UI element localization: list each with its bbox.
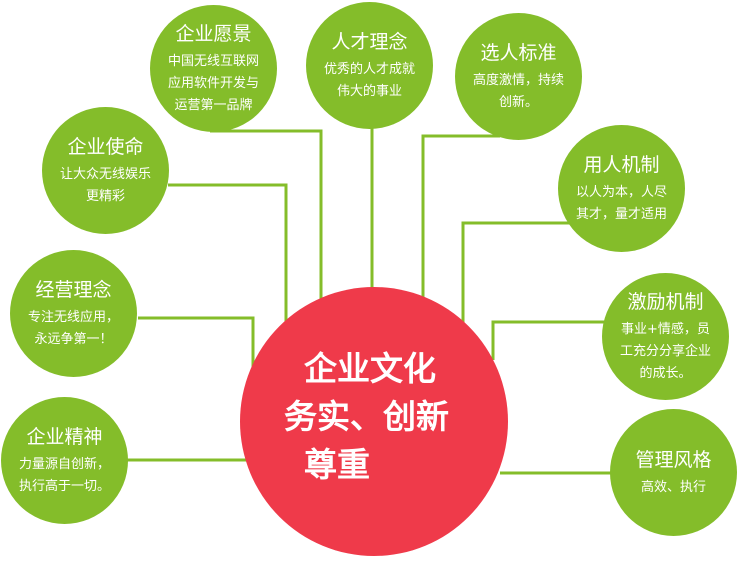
node-operation: 经营理念 专注无线应用，永远争第一！ <box>10 250 137 377</box>
node-employment: 用人机制 以人为本，人尽其才，量才适用 <box>558 125 685 252</box>
node-title: 人才理念 <box>331 30 408 53</box>
center-title: 企业文化 <box>304 349 436 388</box>
node-desc: 让大众无线娱乐更精彩 <box>59 166 151 204</box>
connector-mission <box>168 183 288 330</box>
node-title: 管理风格 <box>635 448 712 471</box>
node-desc: 优秀的人才成就伟大的事业 <box>323 61 415 99</box>
node-desc: 以人为本，人尽其才，量才适用 <box>575 184 667 222</box>
node-title: 用人机制 <box>583 153 660 176</box>
center-line: 务实、创新 <box>284 397 449 436</box>
connector-incentive <box>491 320 605 360</box>
node-selection: 选人标准 高度激情，持续创新。 <box>455 13 582 140</box>
node-title: 选人标准 <box>480 41 557 64</box>
center-line: 尊重 <box>304 445 370 484</box>
node-talent: 人才理念 优秀的人才成就伟大的事业 <box>306 2 433 129</box>
node-title: 企业精神 <box>26 425 103 448</box>
node-title: 激励机制 <box>627 290 704 313</box>
node-title: 企业愿景 <box>175 22 252 45</box>
connector-employment <box>461 221 570 330</box>
node-desc: 专注无线应用，永远争第一！ <box>27 309 119 347</box>
connector-selection <box>421 134 500 300</box>
center-culture-circle: 企业文化 务实、创新 尊重 <box>240 287 508 556</box>
connector-operation <box>138 316 255 370</box>
node-incentive: 激励机制 事业+情感，员工充分分享企业的成长。 <box>602 273 729 400</box>
node-spirit: 企业精神 力量源自创新，执行高于一切。 <box>1 397 128 524</box>
node-vision: 企业愿景 中国无线互联网应用软件开发与运营第一品牌 <box>150 5 277 132</box>
node-desc: 中国无线互联网应用软件开发与运营第一品牌 <box>167 53 259 113</box>
node-desc: 力量源自创新，执行高于一切。 <box>18 456 110 494</box>
node-desc: 事业+情感，员工充分分享企业的成长。 <box>619 321 711 381</box>
node-title: 企业使命 <box>67 135 144 158</box>
connector-vision <box>210 129 323 300</box>
node-mission: 企业使命 让大众无线娱乐更精彩 <box>42 107 169 234</box>
node-desc: 高度激情，持续创新。 <box>472 72 564 110</box>
node-title: 经营理念 <box>35 278 112 301</box>
node-desc: 高效、执行 <box>640 479 706 495</box>
node-management: 管理风格 高效、执行 <box>610 409 737 536</box>
